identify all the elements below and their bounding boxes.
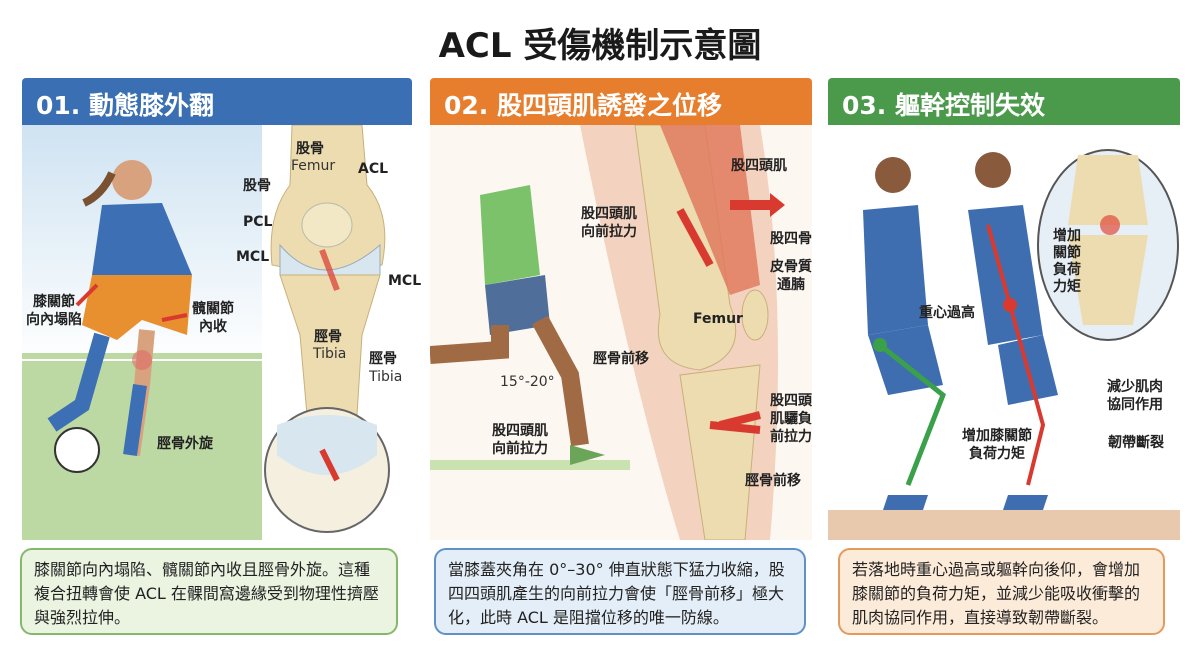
label-patella: 股四骨 [770, 231, 812, 247]
label-femur: Femur [693, 311, 743, 327]
label-tibia-center-en: Tibia [313, 346, 347, 362]
page-title: ACL 受傷機制示意圖 [438, 26, 762, 66]
panel-2-illustration [430, 125, 812, 540]
label-mcl-right: MCL [388, 273, 422, 289]
label-femur-top: 股骨 [296, 141, 324, 157]
label-quad-tendon-pull: 股四頭 肌驪負 前拉力 [770, 393, 812, 445]
landing-illustration [828, 125, 1180, 540]
label-ligament-rupture: 韌帶斷裂 [1108, 435, 1164, 451]
label-acl: ACL [358, 161, 389, 177]
panel-3-illustration [828, 125, 1180, 540]
label-knee-moment-inset: 增加 關節 負荷 力矩 [1053, 228, 1081, 295]
label-quadriceps: 股四頭肌 [731, 158, 787, 174]
label-high-cog: 重心過高 [919, 305, 975, 321]
panel-1-caption: 膝關節向內塌陷、髖關節內收且脛骨外旋。這種複合扭轉會使 ACL 在髁間窩邊緣受到… [20, 548, 398, 635]
label-quad-pull: 股四頭肌 向前拉力 [581, 206, 637, 240]
label-angle: 15°-20° [500, 374, 555, 390]
label-pcl: PCL [243, 214, 273, 230]
label-tibia-rotation: 脛骨外旋 [157, 436, 213, 452]
panel-1-illustration [22, 125, 412, 540]
label-tibia-center: 脛骨 [314, 329, 342, 345]
panel-3-header: 03. 軀幹控制失效 [828, 78, 1180, 125]
panel-2-header: 02. 股四頭肌誘發之位移 [430, 78, 812, 125]
label-reduced-cocontraction: 減少肌肉 協同作用 [1107, 379, 1163, 413]
label-tibia-right: 脛骨 [369, 351, 397, 367]
panel-1-header: 01. 動態膝外翻 [22, 78, 412, 125]
label-runner-pull: 股四頭肌 向前拉力 [492, 423, 548, 457]
label-tibia-shift: 脛骨前移 [593, 351, 649, 367]
soccer-knee-illustration [22, 125, 390, 540]
label-femur: 股骨 [243, 178, 271, 194]
label-tibia-shift-bottom: 脛骨前移 [745, 473, 801, 489]
label-patellar-tendon: 皮骨質 通腩 [770, 259, 812, 293]
label-tibia-right-en: Tibia [369, 369, 403, 385]
panel-3-caption: 若落地時重心過高或軀幹向後仰，會增加膝關節的負荷力矩，並減少能吸收衝擊的肌肉協同… [838, 548, 1165, 635]
panel-2-caption: 當膝蓋夾角在 0°–30° 伸直狀態下猛力收縮，股四四頭肌產生的向前拉力會使「脛… [434, 548, 806, 635]
label-femur-top-en: Femur [291, 158, 336, 174]
label-hip-adduction: 髖關節 內收 [192, 301, 234, 335]
label-mcl-left: MCL [236, 249, 270, 265]
label-knee-moment: 增加膝關節 負荷力矩 [962, 428, 1032, 462]
label-knee-collapse: 膝關節 向內塌陷 [26, 294, 82, 328]
quadriceps-knee-illustration [430, 125, 812, 540]
